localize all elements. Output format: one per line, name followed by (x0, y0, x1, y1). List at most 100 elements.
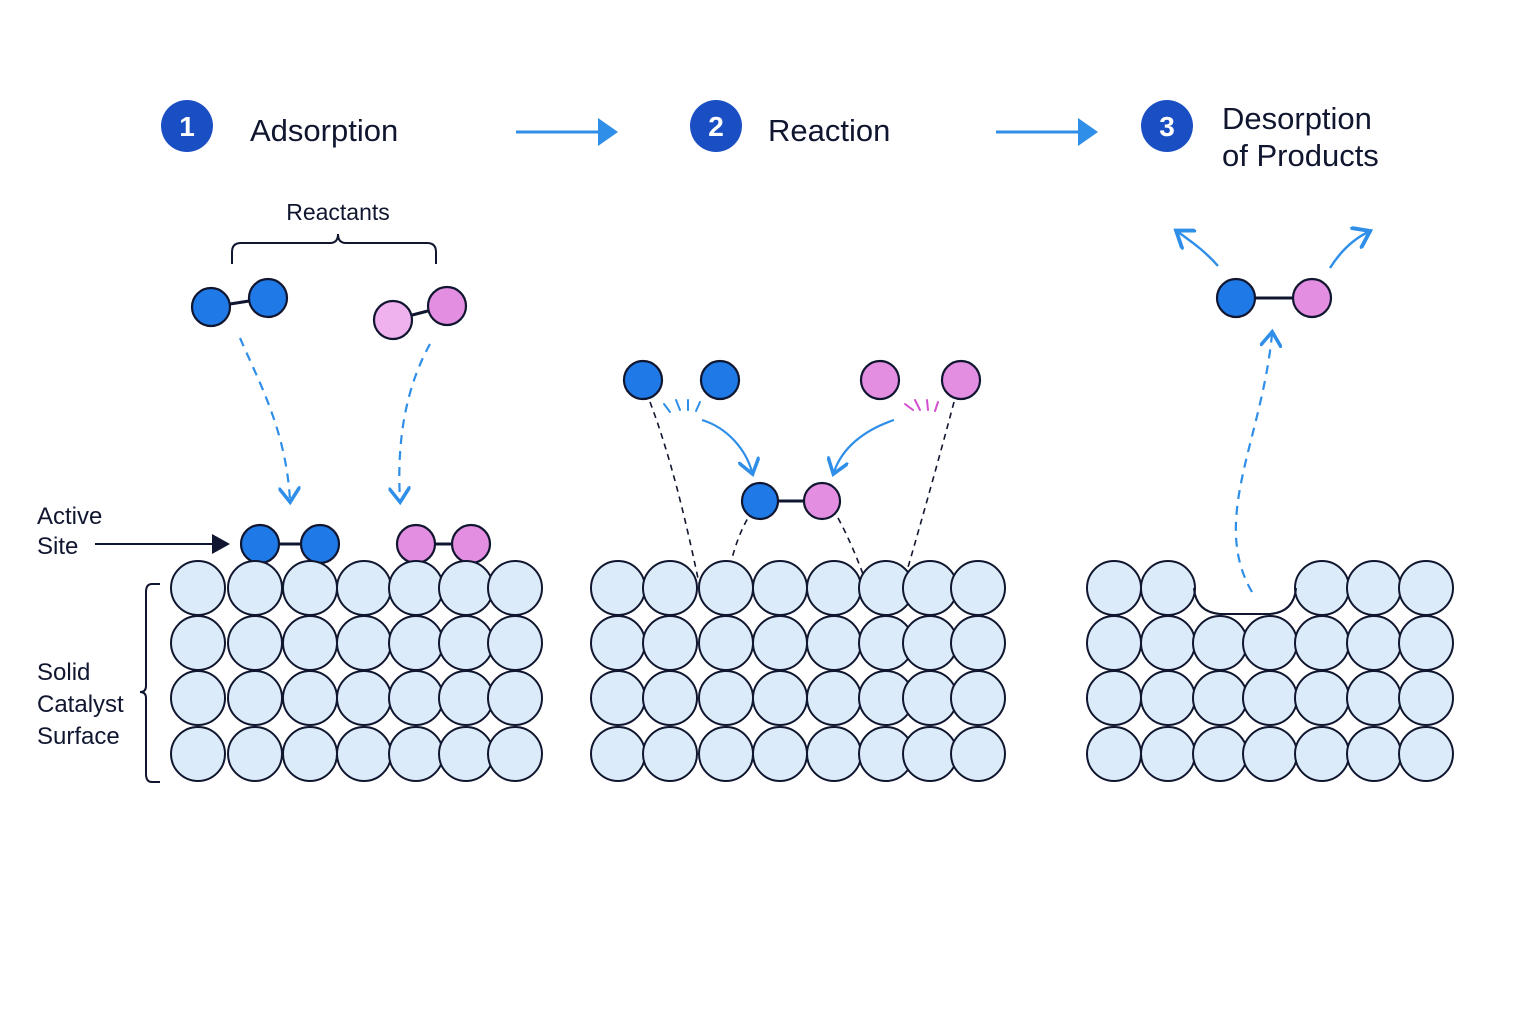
pink-atom (940, 359, 982, 401)
surface-atom (806, 560, 862, 616)
surface-atom (438, 726, 494, 782)
step-3-title-line1: Desorption (1222, 101, 1372, 136)
step-2-number: 2 (708, 111, 724, 142)
surface-atom (336, 726, 392, 782)
active-site-label-line2: Site (37, 533, 78, 560)
surface-atom (1346, 615, 1402, 671)
adsorption-arrow-blue (238, 337, 290, 500)
surface-atom (902, 670, 958, 726)
step-1-number: 1 (179, 111, 195, 142)
surface-atom (1140, 560, 1196, 616)
surface-atom (902, 560, 958, 616)
blue-atom (740, 481, 780, 521)
catalyst-surface-3 (1086, 560, 1454, 782)
active-site-label-line1: Active (37, 503, 102, 530)
pink-atom (859, 359, 901, 401)
reactants-label-group: Reactants (231, 199, 437, 264)
surface-label-line3: Surface (37, 723, 120, 750)
reactant-molecule-blue (190, 277, 289, 328)
surface-atom (388, 670, 444, 726)
surface-atom (1086, 615, 1142, 671)
surface-atom (752, 670, 808, 726)
surface-atom (388, 615, 444, 671)
step-3-header: 3 Desorption of Products (1141, 100, 1379, 173)
surface-atom (227, 615, 283, 671)
surface-atom (1242, 726, 1298, 782)
surface-atom (1242, 615, 1298, 671)
surface-label-line2: Catalyst (37, 691, 124, 718)
reaction-trajectory-left (649, 401, 701, 589)
surface-atom (698, 560, 754, 616)
surface-atom (170, 670, 226, 726)
surface-atom (902, 615, 958, 671)
surface-brace (139, 583, 160, 783)
surface-atom (1140, 615, 1196, 671)
step-1-title: Adsorption (250, 113, 398, 148)
surface-atom (1086, 560, 1142, 616)
pink-atom (372, 299, 414, 341)
step-arrow-2-3 (996, 118, 1098, 146)
surface-atom (1192, 670, 1248, 726)
surface-atom (336, 560, 392, 616)
surface-atom (487, 560, 543, 616)
surface-atom (487, 615, 543, 671)
surface-atom (282, 670, 338, 726)
vacant-active-site (1193, 587, 1297, 615)
surface-atom (950, 670, 1006, 726)
surface-atom (1398, 670, 1454, 726)
surface-atom (1140, 726, 1196, 782)
surface-atom (642, 560, 698, 616)
dissociated-atoms (622, 359, 982, 401)
surface-atom (950, 615, 1006, 671)
surface-atom (282, 615, 338, 671)
reaction-trajectory-inner-left (725, 517, 749, 589)
surface-atom (1192, 615, 1248, 671)
migration-arrow-blue (701, 418, 752, 472)
desorption-arrow (1234, 334, 1272, 593)
surface-atom (590, 560, 646, 616)
adsorbed-molecule-pink (395, 523, 492, 565)
step-3-title-line2: of Products (1222, 138, 1379, 173)
reactants-brace (231, 233, 437, 264)
blue-atom (247, 277, 289, 319)
step-1-header: 1 Adsorption (161, 100, 398, 152)
solid-catalyst-surface-label-group: Solid Catalyst Surface (37, 583, 160, 783)
adsorbed-molecule-blue (239, 523, 341, 565)
surface-atom (642, 726, 698, 782)
release-arrow-right (1328, 232, 1368, 269)
pink-atom (1291, 277, 1333, 319)
blue-atom (190, 286, 232, 328)
surface-atom (1346, 670, 1402, 726)
surface-atom (1242, 670, 1298, 726)
pink-atom (802, 481, 842, 521)
surface-atom (642, 670, 698, 726)
surface-atom (1346, 726, 1402, 782)
surface-atom (170, 615, 226, 671)
surface-atom (1294, 726, 1350, 782)
surface-atom (698, 670, 754, 726)
adsorption-arrow-pink (399, 343, 431, 500)
reaction-trajectory-right (901, 401, 955, 589)
surface-atom (806, 670, 862, 726)
surface-atom (1294, 670, 1350, 726)
surface-atom (282, 560, 338, 616)
release-arrow-left (1178, 232, 1219, 267)
migration-arrow-pink (834, 418, 895, 472)
surface-atom (902, 726, 958, 782)
step-2-badge (690, 100, 742, 152)
active-site-label-group: Active Site (37, 503, 230, 560)
catalyst-surface-1 (170, 560, 543, 782)
step-1-badge (161, 100, 213, 152)
surface-atom (438, 670, 494, 726)
surface-atom (590, 615, 646, 671)
surface-atom (1398, 615, 1454, 671)
surface-atom (1192, 726, 1248, 782)
step-3-badge (1141, 100, 1193, 152)
pink-atom (426, 285, 468, 327)
surface-atom (170, 726, 226, 782)
surface-atom (590, 726, 646, 782)
desorbed-product-molecule (1215, 277, 1333, 319)
step-arrow-1-2 (516, 118, 618, 146)
reactants-label: Reactants (286, 199, 390, 225)
